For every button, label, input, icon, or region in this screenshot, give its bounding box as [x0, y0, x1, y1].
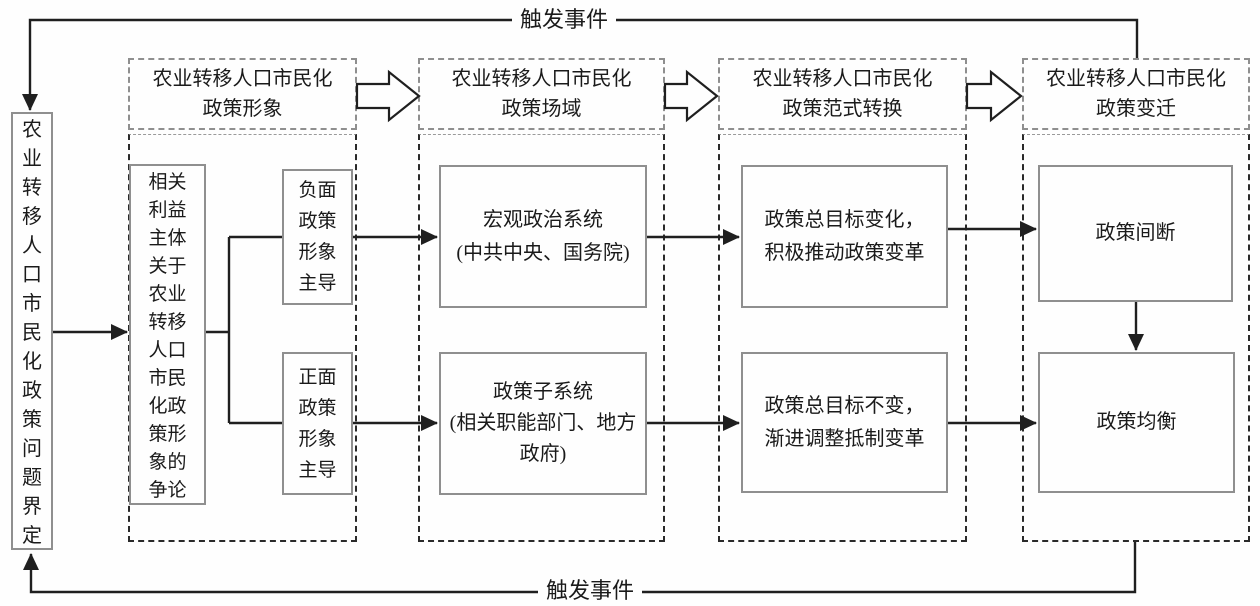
policy-equilibrium-label: 政策均衡 [1096, 411, 1177, 433]
problem-definition-box: 农 业 转 移 人 口 市 民 化 政 策 问 题 界 定 [11, 112, 53, 550]
stage-paradigm-shift-container [718, 134, 967, 542]
positive-image-label: 正面 政策 形象 主导 [298, 366, 337, 481]
goal-change-label: 政策总目标变化， 积极推动政策变革 [764, 208, 925, 264]
stage-policy-image-title: 农业转移人口市民化 政策形象 [152, 68, 333, 120]
policy-subsystem-box: 政策子系统 (相关职能部门、地方 政府) [439, 352, 647, 495]
block-arrow-stage3-to-stage4 [965, 69, 1023, 123]
problem-definition-label: 农 业 转 移 人 口 市 民 化 政 策 问 题 界 定 [22, 119, 42, 547]
policy-equilibrium-box: 政策均衡 [1038, 352, 1235, 493]
stage-paradigm-shift-title: 农业转移人口市民化 政策范式转换 [752, 68, 933, 120]
stage-policy-field-container [418, 134, 665, 542]
stakeholder-debate-label: 相关 利益 主体 关于 农业 转移 人口 市民 化政 策形 象的 争论 [148, 172, 187, 501]
block-arrow-stage1-to-stage2 [355, 69, 421, 123]
stage-paradigm-shift-header: 农业转移人口市民化 政策范式转换 [718, 58, 967, 130]
stage-policy-field-header: 农业转移人口市民化 政策场域 [418, 58, 665, 130]
positive-image-box: 正面 政策 形象 主导 [282, 352, 353, 495]
negative-image-box: 负面 政策 形象 主导 [282, 169, 353, 305]
stage-policy-change-header: 农业转移人口市民化 政策变迁 [1022, 58, 1250, 130]
goal-unchanged-label: 政策总目标不变， 渐进调整抵制变革 [764, 394, 925, 450]
goal-change-box: 政策总目标变化， 积极推动政策变革 [741, 165, 948, 308]
trigger-event-top-label: 触发事件 [512, 7, 617, 33]
stage-policy-field-title: 农业转移人口市民化 政策场域 [451, 68, 632, 120]
block-arrow-stage2-to-stage3 [663, 69, 719, 123]
trigger-event-bottom-label: 触发事件 [538, 578, 643, 604]
stage-policy-change-container [1022, 134, 1250, 542]
stage-policy-image-header: 农业转移人口市民化 政策形象 [128, 58, 357, 130]
goal-unchanged-box: 政策总目标不变， 渐进调整抵制变革 [741, 352, 948, 493]
policy-subsystem-label: 政策子系统 (相关职能部门、地方 政府) [449, 381, 637, 465]
negative-image-label: 负面 政策 形象 主导 [298, 180, 337, 294]
policy-punctuation-label: 政策间断 [1095, 222, 1176, 244]
macro-political-system-box: 宏观政治系统 (中共中央、国务院) [439, 165, 647, 308]
policy-punctuation-box: 政策间断 [1038, 165, 1233, 302]
stage-policy-change-title: 农业转移人口市民化 政策变迁 [1046, 68, 1226, 120]
stakeholder-debate-box: 相关 利益 主体 关于 农业 转移 人口 市民 化政 策形 象的 争论 [129, 164, 206, 505]
macro-political-system-label: 宏观政治系统 (中共中央、国务院) [456, 208, 630, 264]
